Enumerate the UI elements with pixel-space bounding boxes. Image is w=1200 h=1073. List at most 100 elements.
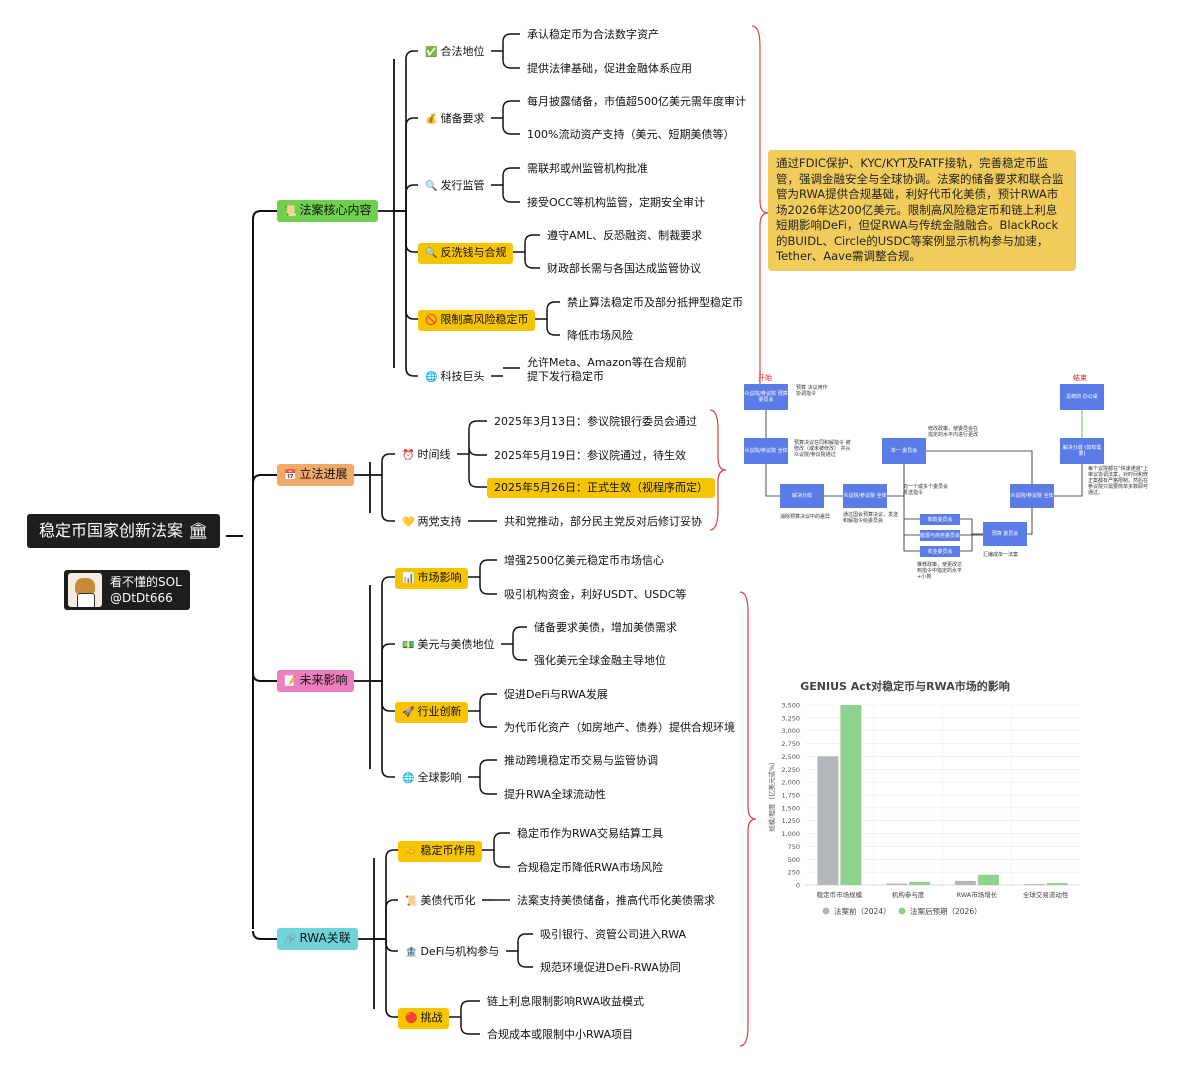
- branch-0-topic-4-label: 限制高风险稳定币: [440, 313, 529, 326]
- branch-0-topic-0[interactable]: ✅合法地位: [418, 42, 491, 63]
- branch-1-topic-0-item-0-label: 2025年3月13日：参议院银行委员会通过: [494, 415, 697, 428]
- branch-2-topic-3[interactable]: 🌐全球影响: [395, 768, 468, 789]
- y-tick-label: 1,000: [781, 830, 800, 838]
- branch-3-topic-1-item-0[interactable]: 法案支持美债储备，推高代币化美债需求: [510, 891, 722, 911]
- branch-3-topic-1[interactable]: 📜美债代币化: [398, 891, 482, 912]
- bar-1-1: [909, 881, 931, 885]
- red-circle-icon: 🔴: [405, 1013, 418, 1024]
- flow-end-label: 结束: [1073, 374, 1087, 382]
- branch-0-topic-0-item-0[interactable]: 承认稳定币为合法数字资产: [520, 25, 666, 45]
- legend-label: 法案前（2024）: [834, 906, 891, 916]
- flow-note-0: 预算 决议用作 协调指令: [796, 385, 828, 397]
- branch-3-topic-0-item-1[interactable]: 合规稳定币降低RWA市场风险: [510, 858, 670, 878]
- branch-3-topic-2-item-1-label: 规范环境促进DeFi-RWA协同: [540, 961, 681, 974]
- building-icon: 🏦: [405, 947, 418, 958]
- branch-3-topic-0-item-1-label: 合规稳定币降低RWA市场风险: [517, 861, 663, 874]
- branch-0-topic-2-item-0[interactable]: 需联邦或州监管机构批准: [520, 159, 655, 179]
- branch-0-topic-1-item-1[interactable]: 100%流动资产支持（美元、短期美债等）: [520, 125, 741, 145]
- branch-3-topic-3[interactable]: 🔴挑战: [398, 1008, 450, 1029]
- branch-3-topic-3-item-1[interactable]: 合规成本或限制中小RWA项目: [480, 1025, 640, 1045]
- author-handle: @DtDt666: [110, 591, 173, 605]
- branch-2-topic-2-item-1-label: 为代币化资产（如房地产、债券）提供合规环境: [504, 721, 735, 734]
- branch-1-topic-0-item-0[interactable]: 2025年3月13日：参议院银行委员会通过: [487, 412, 704, 432]
- branch-0-topic-5[interactable]: 🌐科技巨头: [418, 367, 491, 388]
- branch-2-topic-2-item-1[interactable]: 为代币化资产（如房地产、债券）提供合规环境: [497, 718, 742, 738]
- branch-2-topic-0[interactable]: 📊市场影响: [395, 568, 469, 589]
- branch-2-topic-1[interactable]: 💵美元与美债地位: [395, 635, 501, 656]
- branch-2-topic-0-item-0[interactable]: 增强2500亿美元稳定币市场信心: [497, 551, 671, 571]
- branch-3-topic-3-item-1-label: 合规成本或限制中小RWA项目: [487, 1028, 633, 1041]
- y-tick-label: 500: [788, 856, 800, 864]
- branch-0-topic-4-item-0[interactable]: 禁止算法稳定币及部分抵押型稳定币: [560, 293, 750, 313]
- branch-0-topic-3-item-0-label: 遵守AML、反恐融资、制裁要求: [547, 229, 703, 242]
- branch-1-topic-1-item-0[interactable]: 共和党推动，部分民主党反对后修订妥协: [497, 512, 709, 532]
- summary-note: 通过FDIC保护、KYC/KYT及FATF接轨，完善稳定币监管，强调金融安全与全…: [768, 150, 1076, 271]
- branch-0-topic-4-item-1-label: 降低市场风险: [567, 329, 633, 342]
- branch-1-topic-0-item-1[interactable]: 2025年5月19日：参议院通过，待生效: [487, 446, 693, 466]
- branch-0-topic-0-item-0-label: 承认稳定币为合法数字资产: [527, 28, 659, 41]
- bar-0-0: [817, 756, 839, 885]
- bar-1-2: [977, 874, 999, 885]
- branch-0-topic-2[interactable]: 🔍发行监管: [418, 176, 491, 197]
- author-card[interactable]: 看不懂的SOL@DtDt666: [64, 570, 190, 610]
- branch-2-topic-1-item-1-label: 强化美元全球金融主导地位: [534, 654, 666, 667]
- flow-note-8: 每个议院都在“快速通道”上审议协调法案，对时间和修正案都有严格限制。然后在参议院…: [1088, 466, 1149, 496]
- bar-0-1: [886, 883, 908, 885]
- branch-3-topic-2-item-1[interactable]: 规范环境促进DeFi-RWA协同: [533, 958, 688, 978]
- branch-0-topic-3[interactable]: 🔍反洗钱与合规: [418, 243, 514, 264]
- branch-3-topic-0[interactable]: 🤝稳定币作用: [398, 841, 483, 862]
- flow-step-10: 解决分歧 (如有需要): [1060, 438, 1104, 464]
- branch-2-topic-3-item-1[interactable]: 提升RWA全球流动性: [497, 785, 613, 805]
- bar-1-0: [840, 705, 862, 885]
- branch-3-topic-0-item-0-label: 稳定币作为RWA交易结算工具: [517, 827, 663, 840]
- branch-0-topic-2-item-1[interactable]: 接受OCC等机构监管，定期安全审计: [520, 193, 712, 213]
- branch-2-topic-3-item-0[interactable]: 推动跨境稳定币交易与监管协调: [497, 751, 665, 771]
- flow-step-0: 众议院/参议院 预算委员会: [744, 384, 788, 410]
- brace: [751, 25, 769, 401]
- branch-2-topic-1-item-1[interactable]: 强化美元全球金融主导地位: [527, 651, 673, 671]
- branch-0-topic-4[interactable]: 🚫限制高风险稳定币: [418, 310, 536, 331]
- branch-0[interactable]: 📜法案核心内容: [277, 200, 379, 222]
- brace: [739, 591, 757, 1047]
- flow-step-2: 解决分歧: [780, 484, 824, 508]
- branch-3-topic-2[interactable]: 🏦DeFi与机构参与: [398, 942, 506, 963]
- branch-2-topic-1-item-0[interactable]: 储备要求美债，增加美债需求: [527, 618, 684, 638]
- brace: [709, 409, 727, 531]
- x-tick-label: 全球交易流动性: [1023, 890, 1069, 899]
- branch-3-topic-0-item-0[interactable]: 稳定币作为RWA交易结算工具: [510, 824, 670, 844]
- y-tick-label: 1,500: [781, 804, 800, 812]
- magnifier-icon: 🔍: [425, 248, 438, 259]
- branch-0-topic-0-item-1[interactable]: 提供法律基础，促进金融体系应用: [520, 59, 699, 79]
- branch-1-topic-1[interactable]: 💛两党支持: [395, 512, 468, 533]
- branch-0-topic-4-item-1[interactable]: 降低市场风险: [560, 326, 640, 346]
- branch-0-topic-3-item-1-label: 财政部长需与各国达成监管协议: [547, 262, 701, 275]
- branch-3-topic-2-item-0[interactable]: 吸引银行、资管公司进入RWA: [533, 925, 693, 945]
- branch-2-topic-2-item-0[interactable]: 促进DeFi与RWA发展: [497, 685, 615, 705]
- branch-3-label: RWA关联: [299, 931, 351, 945]
- branch-0-topic-1[interactable]: 💰储备要求: [418, 109, 491, 130]
- heart-icon: 💛: [402, 517, 415, 528]
- branch-3-topic-3-item-0[interactable]: 链上利息限制影响RWA收益模式: [480, 992, 651, 1012]
- branch-2-topic-3-item-0-label: 推动跨境稳定币交易与监管协调: [504, 754, 658, 767]
- branch-2[interactable]: 📝未来影响: [277, 670, 355, 692]
- branch-0-topic-3-item-1[interactable]: 财政部长需与各国达成监管协议: [540, 259, 708, 279]
- branch-1-topic-0-item-2[interactable]: 2025年5月26日：正式生效（视程序而定）: [487, 478, 715, 498]
- branch-2-topic-2[interactable]: 🚀行业创新: [395, 702, 469, 723]
- branch-1-topic-0[interactable]: ⏰时间线: [395, 445, 457, 466]
- flow-step-11: 总统的 办公桌: [1060, 384, 1104, 410]
- y-tick-label: 2,750: [781, 740, 800, 748]
- check-icon: ✅: [425, 47, 438, 58]
- root-title[interactable]: 稳定币国家创新法案 🏛: [27, 514, 221, 548]
- branch-3-topic-1-item-0-label: 法案支持美债储备，推高代币化美债需求: [517, 894, 715, 907]
- branch-0-topic-1-item-0[interactable]: 每月披露储备，市值超500亿美元需年度审计: [520, 92, 753, 112]
- branch-3[interactable]: 🔗RWA关联: [277, 928, 358, 950]
- branch-0-topic-3-item-0[interactable]: 遵守AML、反恐融资、制裁要求: [540, 226, 709, 246]
- flow-step-6: 能源与商务委员会: [920, 530, 960, 541]
- branch-0-topic-5-item-0[interactable]: 允许Meta、Amazon等在合规前提下发行稳定币: [520, 353, 704, 387]
- branch-2-topic-1-label: 美元与美债地位: [417, 638, 495, 651]
- branch-0-topic-4-item-0-label: 禁止算法稳定币及部分抵押型稳定币: [567, 296, 743, 309]
- branch-2-topic-0-item-1[interactable]: 吸引机构资金，利好USDT、USDC等: [497, 585, 693, 605]
- flow-note-3: 通过国会预算决议，发送和解指令给委员会: [843, 512, 899, 524]
- branch-1[interactable]: 📅立法进展: [277, 464, 355, 486]
- bar-0-2: [954, 880, 976, 885]
